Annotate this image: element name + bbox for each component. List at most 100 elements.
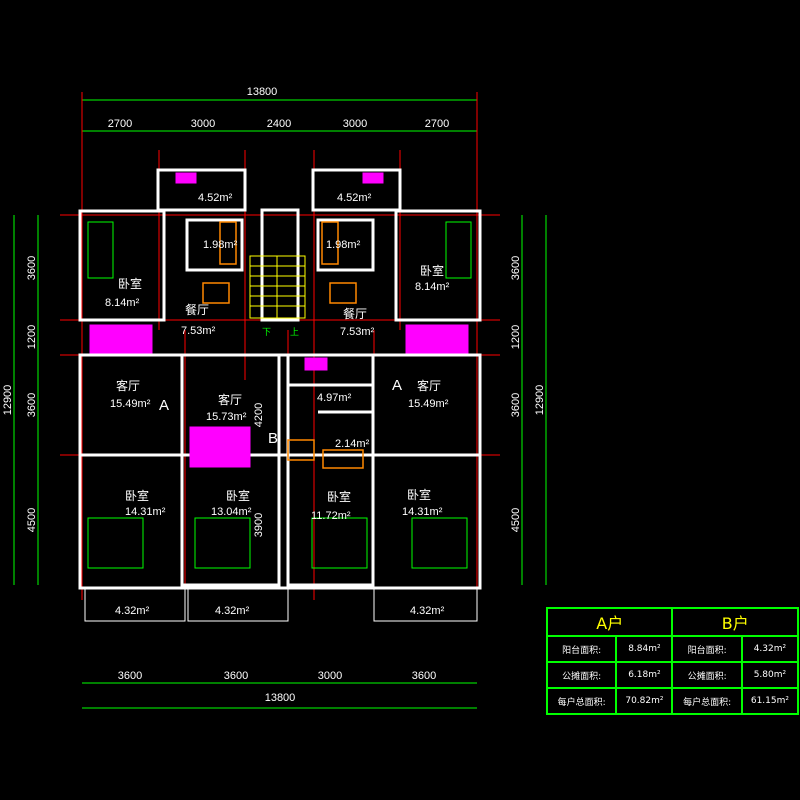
balcony-area: 4.32m² bbox=[215, 605, 250, 617]
room-name: 卧室 bbox=[226, 488, 250, 503]
stove-icon bbox=[304, 357, 328, 371]
walls bbox=[78, 168, 482, 622]
dim-top-2: 3000 bbox=[191, 118, 215, 130]
sofa-icon bbox=[189, 426, 251, 468]
dim-right-2: 1200 bbox=[510, 325, 522, 349]
label-cell: 阳台面积: bbox=[545, 635, 618, 663]
label-cell: 公摊面积: bbox=[671, 661, 743, 689]
bed-icon bbox=[411, 517, 468, 569]
dim-bottom-2: 3600 bbox=[224, 670, 248, 682]
room-name: 卧室 bbox=[125, 488, 149, 503]
table-row: 公摊面积: 6.18m² 公摊面积: 5.80m² bbox=[545, 661, 800, 689]
dim-right-3: 3600 bbox=[510, 393, 522, 417]
value-cell: 8.84m² bbox=[615, 635, 674, 663]
room-area: 8.14m² bbox=[105, 297, 140, 309]
unit-label: B bbox=[268, 430, 278, 447]
value-cell: 5.80m² bbox=[740, 661, 800, 689]
dim-top-1: 2700 bbox=[108, 118, 132, 130]
room-name: 卧室 bbox=[407, 487, 431, 502]
label-cell: 公摊面积: bbox=[545, 661, 618, 689]
sink-icon bbox=[362, 172, 384, 184]
value-cell: 61.15m² bbox=[740, 687, 800, 715]
dim-top-5: 2700 bbox=[425, 118, 449, 130]
label-cell: 每户总面积: bbox=[545, 687, 618, 715]
room-name: 餐厅 bbox=[343, 306, 367, 321]
furniture bbox=[87, 172, 472, 569]
dim-bottom-3: 3000 bbox=[318, 670, 342, 682]
kitchen-area: 4.52m² bbox=[337, 192, 372, 204]
value-cell: 4.32m² bbox=[740, 635, 800, 663]
dim-bottom-1: 3600 bbox=[118, 670, 142, 682]
bathtub-icon bbox=[219, 221, 237, 265]
dim-left-1: 3600 bbox=[26, 256, 38, 280]
room-area: 13.04m² bbox=[211, 506, 252, 518]
value-cell: 6.18m² bbox=[615, 661, 674, 689]
stair-up-label: 上 bbox=[290, 327, 299, 337]
staircase[interactable] bbox=[249, 255, 306, 319]
dim-bottom-4: 3600 bbox=[412, 670, 436, 682]
kitchen-area: 4.52m² bbox=[198, 192, 233, 204]
room-labels: 4.52m² 4.52m² 1.98m² 1.98m² 卧室 8.14m² 卧室… bbox=[105, 192, 450, 617]
dim-left-2: 1200 bbox=[26, 325, 38, 349]
sofa-icon bbox=[89, 324, 153, 354]
dining-table-icon bbox=[287, 439, 315, 461]
label-cell: 每户总面积: bbox=[671, 687, 743, 715]
dim-left-4: 4500 bbox=[26, 508, 38, 532]
label-cell: 阳台面积: bbox=[671, 635, 743, 663]
bed-icon bbox=[194, 517, 251, 569]
room-name: 客厅 bbox=[417, 378, 441, 393]
value-cell: 70.82m² bbox=[615, 687, 674, 715]
room-area: 15.49m² bbox=[110, 398, 151, 410]
area-summary-table: A户 B户 阳台面积: 8.84m² 阳台面积: 4.32m² 公摊面积: 6.… bbox=[545, 607, 800, 715]
table-row: 每户总面积: 70.82m² 每户总面积: 61.15m² bbox=[545, 687, 800, 715]
stair-down-label: 下 bbox=[262, 327, 271, 337]
dim-left-3: 3600 bbox=[26, 393, 38, 417]
unit-label: A bbox=[159, 397, 169, 414]
room-area: 15.49m² bbox=[408, 398, 449, 410]
room-area: 15.73m² bbox=[206, 411, 247, 423]
room-name: 卧室 bbox=[327, 489, 351, 504]
bath-b-area: 2.14m² bbox=[335, 438, 370, 450]
bed-icon bbox=[445, 221, 472, 279]
room-name: 卧室 bbox=[420, 263, 444, 278]
dim-top-total: 13800 bbox=[247, 86, 278, 98]
room-area: 7.53m² bbox=[181, 325, 216, 337]
dim-top-3: 2400 bbox=[267, 118, 291, 130]
bathtub-icon bbox=[321, 221, 339, 265]
dim-right-1: 3600 bbox=[510, 256, 522, 280]
unit-label: A bbox=[392, 377, 402, 394]
balcony-area: 4.32m² bbox=[410, 605, 445, 617]
room-area: 11.72m² bbox=[311, 510, 351, 522]
bath-area: 1.98m² bbox=[203, 239, 238, 251]
dimension-lines bbox=[13, 99, 547, 709]
dim-left-total: 12900 bbox=[2, 385, 14, 416]
dim-inner-1: 4200 bbox=[253, 403, 265, 427]
room-area: 8.14m² bbox=[415, 281, 450, 293]
bed-icon bbox=[87, 517, 144, 569]
bed-icon bbox=[87, 221, 114, 279]
header-unit-a: A户 bbox=[545, 607, 674, 637]
sofa-icon bbox=[405, 324, 469, 354]
header-unit-b: B户 bbox=[671, 607, 799, 637]
balcony-area: 4.32m² bbox=[115, 605, 150, 617]
dim-top-4: 3000 bbox=[343, 118, 367, 130]
dim-inner-2: 3900 bbox=[253, 513, 265, 537]
dim-bottom-total: 13800 bbox=[265, 692, 296, 704]
room-name: 餐厅 bbox=[185, 302, 209, 317]
dim-right-4: 4500 bbox=[510, 508, 522, 532]
room-area: 14.31m² bbox=[402, 506, 443, 518]
bath-area: 1.98m² bbox=[326, 239, 361, 251]
room-name: 客厅 bbox=[116, 378, 140, 393]
table-row: 阳台面积: 8.84m² 阳台面积: 4.32m² bbox=[545, 635, 800, 663]
room-area: 14.31m² bbox=[125, 506, 166, 518]
dining-table-icon bbox=[202, 282, 230, 304]
room-area: 7.53m² bbox=[340, 326, 375, 338]
sink-icon bbox=[175, 172, 197, 184]
kitchen-b-area: 4.97m² bbox=[317, 392, 352, 404]
room-name: 卧室 bbox=[118, 276, 142, 291]
dining-table-icon bbox=[329, 282, 357, 304]
dim-left: 3600 1200 3600 4500 12900 3600 1200 3600… bbox=[2, 256, 546, 537]
dim-right-total: 12900 bbox=[534, 385, 546, 416]
room-name: 客厅 bbox=[218, 392, 242, 407]
